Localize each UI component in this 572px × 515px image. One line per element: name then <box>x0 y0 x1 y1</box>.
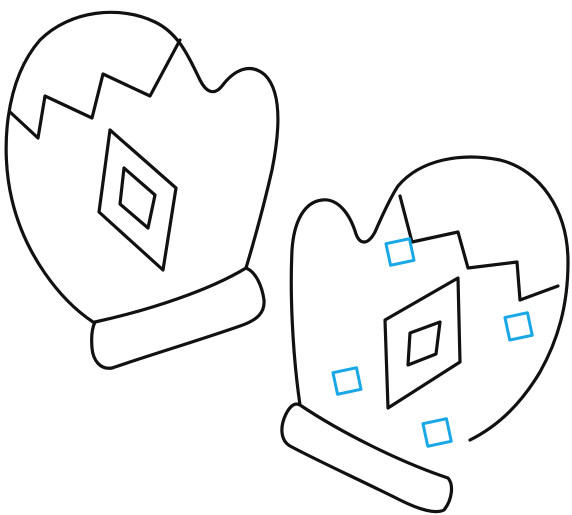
left-mitten-body <box>4 10 280 324</box>
right-mitten-accent-square <box>331 366 363 396</box>
right-mitten-diamond-inner <box>406 320 442 367</box>
left-mitten-cuff <box>90 266 266 370</box>
right-mitten-cuff <box>280 402 454 514</box>
right-mitten <box>280 155 570 514</box>
right-mitten-body <box>289 155 570 442</box>
left-mitten-zigzag-band <box>8 38 182 140</box>
right-mitten-accent-square <box>503 311 534 342</box>
right-mitten-zigzag-band <box>398 194 560 302</box>
left-mitten <box>4 10 280 370</box>
left-mitten-diamond-outer <box>97 128 178 272</box>
right-mitten-accent-square <box>421 417 453 448</box>
right-mitten-diamond-outer <box>383 276 462 410</box>
right-mitten-accent-square <box>384 237 416 267</box>
left-mitten-diamond-inner <box>118 166 157 230</box>
